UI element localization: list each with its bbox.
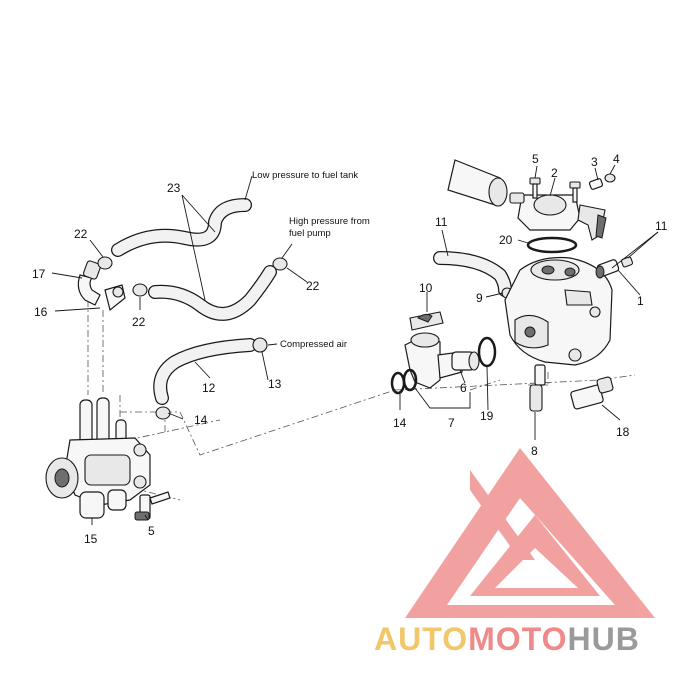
part-22-clamp-mid bbox=[132, 283, 148, 297]
callout-15: 18 bbox=[616, 425, 630, 439]
part-3-fitting bbox=[588, 178, 604, 190]
part-11-sensor bbox=[595, 256, 634, 279]
part-18-o-ring bbox=[477, 336, 497, 368]
part-14-clamp-lower bbox=[155, 406, 171, 420]
callout-3: 3 bbox=[591, 155, 598, 169]
part-15-sensor bbox=[570, 376, 614, 410]
part-2-thermostat-cover bbox=[447, 159, 607, 241]
callout-17: 14 bbox=[393, 416, 407, 430]
callout-11: 11 bbox=[655, 219, 668, 233]
callout-14-b: 14 bbox=[194, 413, 208, 427]
part-20-21-elbow-fitting bbox=[77, 260, 126, 312]
callout-18: 19 bbox=[480, 409, 494, 423]
callout-13: 12 bbox=[202, 381, 216, 395]
note-low-pressure: Low pressure to fuel tank bbox=[252, 170, 358, 181]
svg-text:AUTOMOTOHUB: AUTOMOTOHUB bbox=[374, 621, 640, 657]
callout-22-c: 22 bbox=[306, 279, 320, 293]
callout-10: 10 bbox=[419, 281, 433, 295]
callout-8: 8 bbox=[531, 444, 538, 458]
part-10-bracket bbox=[409, 311, 444, 331]
note-high-pressure-line2: fuel pump bbox=[289, 228, 331, 239]
note-compressed-air: Compressed air bbox=[280, 339, 347, 350]
callout-12: 11 bbox=[435, 215, 448, 229]
part-22-clamp-right bbox=[272, 257, 288, 271]
watermark-auto-text: AUTO bbox=[374, 621, 468, 657]
part-17-o-rings bbox=[390, 368, 418, 395]
part-4-washer bbox=[604, 173, 616, 183]
watermark-logo bbox=[405, 448, 655, 618]
part-22-clamp-left bbox=[97, 256, 113, 270]
note-high-pressure-line1: High pressure from bbox=[289, 216, 370, 227]
part-14-clamp-upper bbox=[252, 337, 268, 353]
watermark-hub-text: HUB bbox=[567, 621, 639, 657]
callout-20: 16 bbox=[34, 305, 48, 319]
part-8-sensor bbox=[529, 364, 546, 412]
part-5-bolt-lower bbox=[134, 491, 171, 521]
callout-16: 15 bbox=[84, 532, 98, 546]
part-7-t-fitting bbox=[404, 332, 463, 389]
callout-19: 20 bbox=[499, 233, 513, 247]
callout-5-upper: 5 bbox=[532, 152, 539, 166]
callout-22-b: 22 bbox=[132, 315, 146, 329]
part-13-hose bbox=[153, 338, 257, 405]
part-23-hose-upper bbox=[111, 198, 252, 257]
part-1-housing bbox=[504, 256, 613, 366]
part-12-hose bbox=[433, 251, 512, 297]
part-6-nipple bbox=[451, 351, 480, 371]
watermark-moto-text: MOTO bbox=[468, 621, 567, 657]
callout-5-lower: 5 bbox=[148, 524, 155, 538]
callout-23: 23 bbox=[167, 181, 181, 195]
callout-21: 17 bbox=[32, 267, 46, 281]
part-19-o-ring bbox=[526, 236, 578, 254]
part-16-pump-body bbox=[45, 397, 151, 519]
callout-4: 4 bbox=[613, 152, 620, 166]
callout-7: 7 bbox=[448, 416, 455, 430]
callout-1: 1 bbox=[637, 294, 644, 308]
part-23-hose-lower bbox=[148, 265, 277, 321]
callout-14-a: 13 bbox=[268, 377, 282, 391]
callout-22-a: 22 bbox=[74, 227, 88, 241]
callout-6: 6 bbox=[460, 381, 467, 395]
callout-2: 2 bbox=[551, 166, 558, 180]
leader-lines bbox=[51, 164, 659, 525]
callout-9: 9 bbox=[476, 291, 483, 305]
